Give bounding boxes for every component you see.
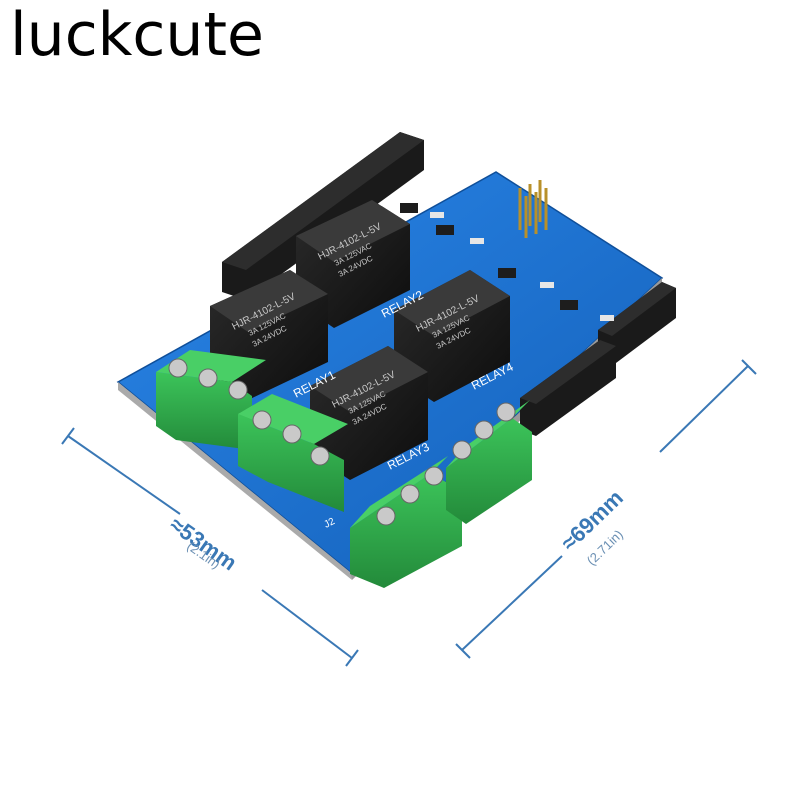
width-label: ≈53mm <box>165 512 241 576</box>
silk-j2: J2 <box>322 516 337 531</box>
relay-3: HJR-4102-L-5V 3A 125VAC 3A 24VDC <box>310 346 428 480</box>
screw-terminal-left-2 <box>238 394 348 512</box>
brand-watermark: luckcute <box>10 0 264 70</box>
smd-components <box>400 203 614 321</box>
header-front-right <box>520 340 616 436</box>
screw-terminal-right-2 <box>446 400 532 524</box>
dimension-length <box>455 359 757 659</box>
dimension-width <box>61 427 359 667</box>
header-back-left <box>222 132 424 300</box>
screw-terminal-left-1 <box>156 350 266 450</box>
header-right <box>598 282 676 366</box>
pin-header-icsp <box>518 180 548 238</box>
screw-terminal-right-1 <box>350 456 462 588</box>
